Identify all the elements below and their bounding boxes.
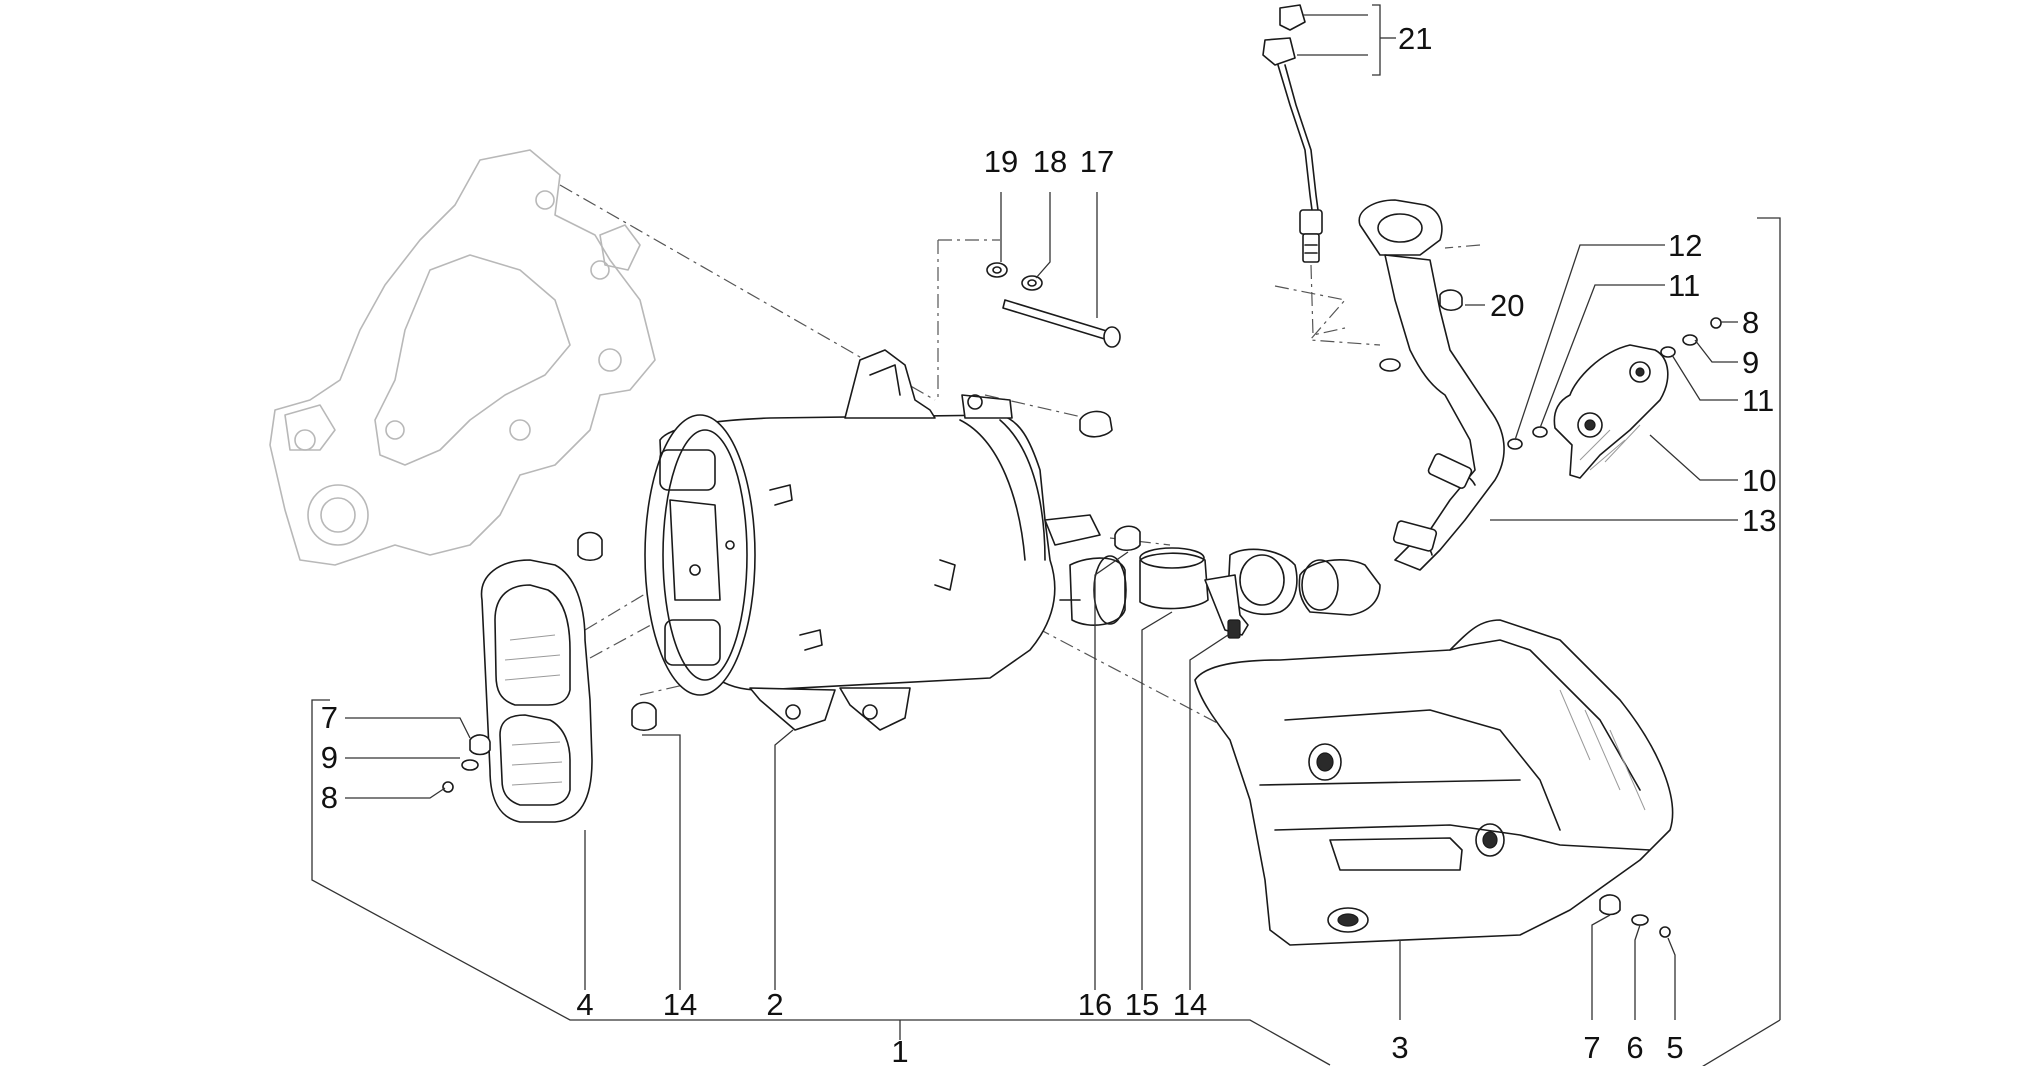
- callout-14-right: 14: [1173, 987, 1207, 1022]
- leader-lines: [311, 4, 1781, 1066]
- callout-6: 6: [1626, 1030, 1643, 1065]
- callout-18: 18: [1033, 144, 1067, 179]
- engine-swingarm-reference: [269, 149, 656, 566]
- callout-1: 1: [891, 1034, 908, 1066]
- header-heat-guard: [1553, 344, 1669, 479]
- callout-19: 19: [984, 144, 1018, 179]
- callout-16: 16: [1078, 987, 1112, 1022]
- callout-11-upper: 11: [1668, 268, 1700, 303]
- callout-13: 13: [1742, 503, 1776, 538]
- callout-9-cap: 9: [321, 740, 338, 775]
- callout-12: 12: [1668, 228, 1702, 263]
- callout-7-shield: 7: [1583, 1030, 1600, 1065]
- callout-7-cap: 7: [321, 700, 338, 735]
- callout-8-cap: 8: [321, 780, 338, 815]
- callout-4: 4: [576, 987, 593, 1022]
- callout-labels: 1 2 3 4 5 6 7 7 9 8 14 16 15 14 19 18 17…: [321, 21, 1777, 1066]
- callout-20: 20: [1490, 288, 1524, 323]
- callout-11-lower: 11: [1742, 383, 1774, 418]
- muffler-body: [644, 349, 1127, 731]
- lambda-sensor: [1262, 4, 1346, 336]
- callout-8-guard: 8: [1742, 305, 1759, 340]
- callout-14-left: 14: [663, 987, 697, 1022]
- muffler-end-cap: [480, 559, 593, 823]
- callout-17: 17: [1080, 144, 1114, 179]
- exhaust-header-pipe: [1358, 199, 1505, 571]
- hardware: [442, 262, 1722, 938]
- callout-9-guard: 9: [1742, 345, 1759, 380]
- callout-21: 21: [1398, 21, 1432, 56]
- pipe-sleeve-and-clamp: [1139, 547, 1381, 639]
- callout-10: 10: [1742, 463, 1776, 498]
- callout-2: 2: [766, 987, 783, 1022]
- callout-5: 5: [1666, 1030, 1683, 1065]
- callout-15: 15: [1125, 987, 1159, 1022]
- muffler-heat-shield: [1194, 619, 1674, 946]
- callout-3: 3: [1391, 1030, 1408, 1065]
